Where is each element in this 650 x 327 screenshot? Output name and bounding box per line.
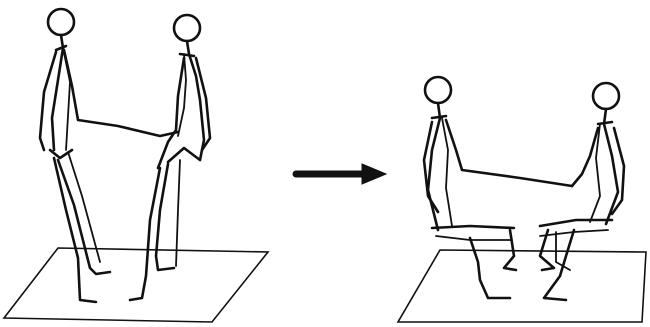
- arrow-head: [362, 164, 386, 184]
- panel-sitting: [398, 77, 646, 322]
- arm-reaching: [446, 120, 572, 186]
- hips: [168, 148, 200, 162]
- arm-reaching: [572, 128, 598, 186]
- shoulders: [432, 116, 446, 118]
- shoulders: [598, 122, 612, 124]
- thigh: [432, 226, 514, 228]
- torso: [52, 35, 63, 150]
- platform-left: [4, 248, 268, 322]
- head: [48, 9, 74, 35]
- head: [425, 77, 451, 103]
- head: [593, 83, 619, 109]
- arm-reaching: [64, 50, 178, 136]
- thigh: [540, 220, 612, 226]
- platform-right: [398, 250, 646, 322]
- head: [174, 15, 200, 41]
- panel-standing: [4, 9, 268, 322]
- shoulders: [180, 54, 194, 56]
- transition-arrow: [296, 164, 386, 184]
- thigh-back: [436, 236, 512, 240]
